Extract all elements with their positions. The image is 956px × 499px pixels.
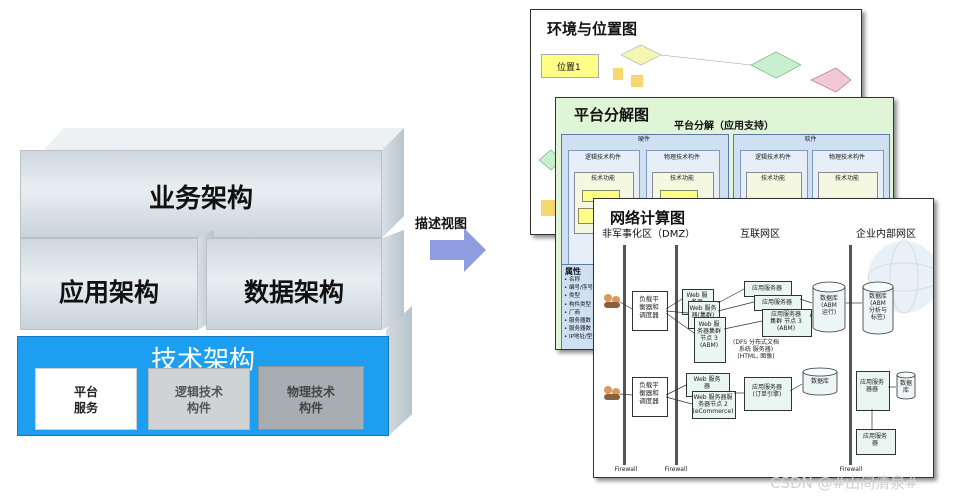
business-layer bbox=[20, 150, 382, 238]
zone-internet-label: 互联网区 bbox=[740, 229, 780, 240]
sw-physical-label: 物理技术构件 bbox=[828, 154, 865, 161]
platform-subtitle: 平台分解（应用支持） bbox=[674, 121, 774, 132]
network-title: 网络计算图 bbox=[610, 209, 686, 227]
watermark: CSDN @#山间清泉# bbox=[770, 474, 918, 492]
environment-sketch bbox=[613, 44, 851, 93]
location-label: 位置1 bbox=[557, 63, 581, 73]
firewall-bar bbox=[623, 245, 626, 465]
order-app-server-label: 应用服务器 (订单引擎) bbox=[751, 384, 782, 398]
hw-logical-label: 逻辑技术构件 bbox=[584, 154, 621, 161]
business-layer-side bbox=[382, 128, 404, 238]
intranet-app-server-label: 应用服务 器 bbox=[862, 433, 887, 447]
software-label: 软件 bbox=[804, 136, 817, 143]
web-server-box bbox=[692, 391, 736, 419]
hw-physical-function-label: 技术功能 bbox=[669, 175, 694, 182]
attribute-item: • 名称 bbox=[564, 277, 580, 283]
app-server-label: 应用服务器 bbox=[761, 299, 792, 306]
app-server-box bbox=[762, 309, 812, 337]
attributes-list: • 名称 • 编号/序号 • 类型 • 构件类型 • 厂商 • 服务器数 • 服… bbox=[564, 276, 598, 342]
attributes-title: 属性 bbox=[565, 267, 581, 276]
hw-logical-function-label: 技术功能 bbox=[590, 175, 615, 182]
data-layer-side bbox=[382, 230, 404, 330]
attribute-item: • 构件类型 bbox=[564, 301, 591, 308]
web-server-label: Web 服务 器 bbox=[693, 376, 721, 390]
firewall-label: Firewall bbox=[839, 466, 863, 473]
network-connections bbox=[619, 288, 896, 429]
user-icon bbox=[604, 294, 620, 308]
attribute-item: • 服务器数 bbox=[564, 326, 591, 333]
user-icon bbox=[604, 386, 620, 400]
web-server-node-label: Web 服 务器集群 节点 3 (ABM) bbox=[696, 321, 721, 349]
network-computing-diagram: 网络计算图 非军事化区（DMZ） 互联网区 企业内部网区 Firewall Fi… bbox=[593, 198, 934, 478]
attribute-item: • 厂商 bbox=[564, 309, 580, 316]
physical-component-label: 物理技术 构件 bbox=[286, 385, 335, 415]
database-label: 数据库 (ABM 分析与 标签) bbox=[868, 293, 887, 321]
intranet-app-server-box bbox=[856, 429, 896, 455]
platform-services-box bbox=[35, 368, 137, 430]
order-app-server-box bbox=[744, 377, 792, 411]
attribute-item: • IP地址/型号 bbox=[564, 334, 598, 341]
attribute-item: • 编号/序号 bbox=[564, 285, 593, 292]
business-layer-top bbox=[42, 128, 404, 152]
web-server-node-label: Web 服务器服 务器节点 2 (eCommerce) bbox=[692, 394, 734, 415]
arrow-label: 描述视图 bbox=[415, 217, 468, 232]
database-label: 数据库 bbox=[810, 378, 829, 385]
database-icon bbox=[896, 371, 916, 400]
attribute-item: • 服务器数 bbox=[564, 318, 591, 325]
firewall-bar bbox=[849, 245, 852, 465]
sw-logical-function-label: 技术功能 bbox=[760, 175, 785, 182]
database-icon bbox=[812, 281, 846, 333]
web-server-box bbox=[694, 317, 726, 363]
right-arrow-icon bbox=[430, 228, 486, 272]
firewall-label: Firewall bbox=[664, 466, 688, 473]
dfs-label: (DFS 分布式文档 系统 服务器) (HTML, 图像) bbox=[732, 339, 780, 360]
database-icon bbox=[802, 367, 838, 396]
firewall-label: Firewall bbox=[614, 466, 638, 473]
application-architecture-label: 应用架构 bbox=[58, 278, 159, 307]
application-layer bbox=[20, 238, 198, 330]
firewall-bar bbox=[675, 245, 678, 465]
zone-dmz-label: 非军事化区（DMZ） bbox=[602, 229, 696, 240]
platform-services-label: 平台 服务 bbox=[73, 385, 98, 415]
database-icon bbox=[862, 281, 894, 335]
load-balancer-label: 负载平 衡器和 调度器 bbox=[639, 295, 659, 319]
platform-title: 平台分解图 bbox=[574, 106, 650, 124]
database-label: 数据库 (ABM 运行) bbox=[819, 295, 838, 316]
hw-physical-label: 物理技术构件 bbox=[663, 154, 700, 161]
web-server-cluster-label: Web 服务 器(集群) bbox=[689, 305, 717, 319]
sw-logical-label: 逻辑技术构件 bbox=[754, 154, 791, 161]
hardware-label: 硬件 bbox=[637, 136, 650, 143]
attribute-item: • 类型 bbox=[564, 293, 580, 300]
load-balancer-box bbox=[632, 291, 668, 331]
location-box bbox=[541, 54, 599, 78]
intranet-database-label: 数据 库 bbox=[899, 380, 912, 394]
app-server-node-label: 应用服务器 集群 节点 3 (ABM) bbox=[770, 311, 802, 332]
technology-layer-side bbox=[386, 306, 412, 438]
zone-intranet-label: 企业内部网区 bbox=[856, 229, 916, 240]
load-balancer-box bbox=[632, 377, 668, 417]
load-balancer-label: 负载平 衡器和 调度器 bbox=[639, 381, 659, 405]
logical-component-box bbox=[148, 368, 250, 430]
environment-title: 环境与位置图 bbox=[547, 20, 638, 38]
physical-component-box bbox=[258, 366, 364, 430]
business-architecture-label: 业务架构 bbox=[148, 184, 253, 214]
data-architecture-label: 数据架构 bbox=[243, 278, 344, 307]
app-server-label: 应用服务器 bbox=[751, 285, 782, 292]
sw-physical-function-label: 技术功能 bbox=[834, 175, 859, 182]
logical-component-label: 逻辑技术 构件 bbox=[174, 385, 223, 415]
intranet-app-server-box bbox=[856, 371, 890, 411]
data-layer bbox=[206, 238, 382, 330]
intranet-app-server-label: 应用服务 器器 bbox=[859, 379, 884, 393]
